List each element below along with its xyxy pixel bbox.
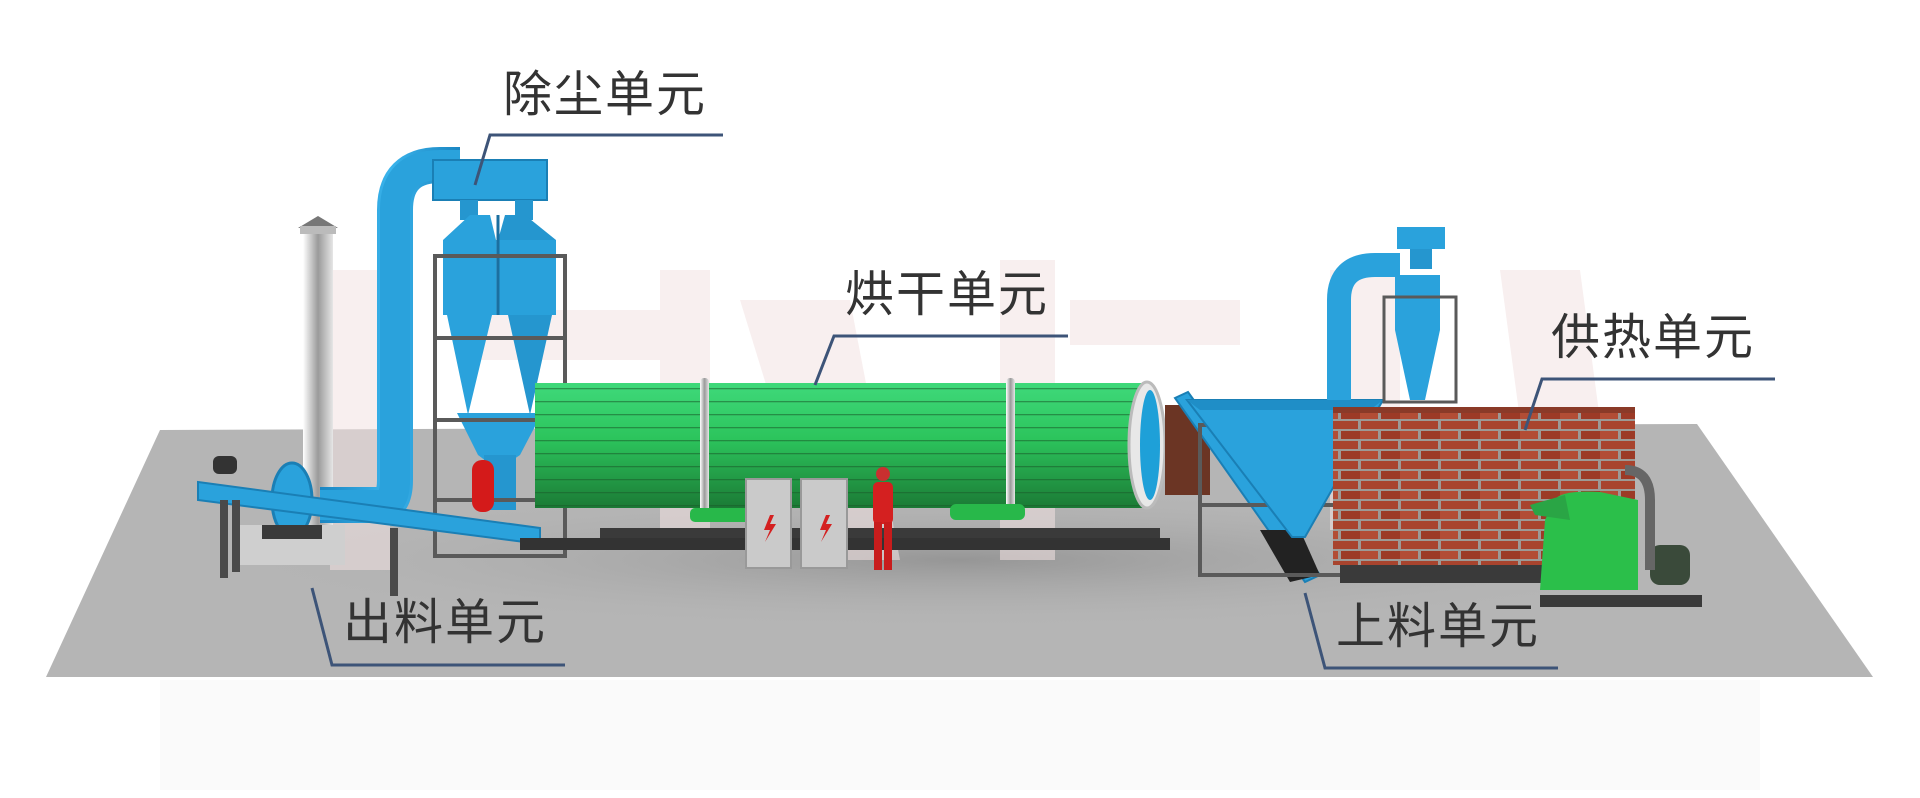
small-cyclone [1327,227,1458,404]
leader-line-discharge [310,587,565,667]
label-drying-unit: 烘干单元 [845,266,1050,323]
label-feeding-unit: 上料单元 [1336,598,1541,655]
twin-cyclone-dust-collector [432,159,556,510]
red-airlock-valve [472,460,494,512]
worker-figure [873,467,893,570]
label-discharge-unit: 出料单元 [343,594,548,651]
leader-line-dust-removal [473,133,723,186]
leader-line-feeding [1303,592,1558,670]
green-crusher [1530,465,1702,607]
electrical-cabinets [745,478,848,569]
label-heat-supply-unit: 供热单元 [1551,309,1756,366]
rotary-drum [520,378,1210,550]
leader-line-drying [813,334,1068,386]
label-dust-removal-unit: 除尘单元 [503,66,708,123]
leader-line-heat-supply [1523,377,1775,431]
